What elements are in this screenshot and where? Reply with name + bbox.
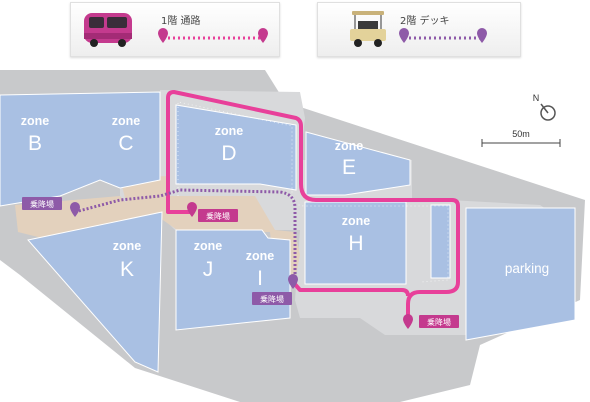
zone-b-word: zone — [21, 114, 50, 128]
legend-1f-line — [158, 28, 268, 43]
stop-label-zone-j: 乗降場 — [198, 209, 238, 222]
zone-e-block — [305, 131, 411, 196]
zone-b-letter: B — [28, 132, 42, 155]
zone-j-letter: J — [203, 258, 214, 281]
compass-icon: N — [533, 93, 556, 121]
pink-shuttle-bus-icon — [84, 13, 132, 47]
stop-label-text: 乗降場 — [30, 199, 54, 209]
stop-pin-icon — [288, 274, 298, 289]
zone-k-letter: K — [120, 258, 134, 281]
zone-e-letter: E — [342, 156, 356, 179]
golf-cart-icon — [350, 11, 386, 47]
zone-k-word: zone — [113, 239, 142, 253]
stop-pin-icon — [187, 202, 197, 217]
route-2f-line — [74, 188, 297, 282]
route-1f-inner — [177, 101, 449, 283]
legend-2f-route: 2階 デッキ — [317, 2, 521, 57]
zone-shapes — [0, 91, 576, 373]
parking-label: parking — [505, 261, 549, 276]
walkway-central — [120, 176, 300, 280]
zone-d-block — [175, 104, 297, 191]
zone-c-word: zone — [112, 114, 141, 128]
zone-i-word: zone — [246, 249, 275, 263]
legend-2f-label: 2階 デッキ — [400, 16, 450, 27]
scale-bar: 50m — [481, 129, 561, 147]
stop-label-text: 乗降場 — [427, 317, 451, 327]
legend-1f-route: 1階 通路 — [70, 2, 280, 57]
stop-label-text: 乗降場 — [206, 211, 230, 221]
zone-h-letter: H — [348, 232, 363, 255]
zone-h-word: zone — [342, 214, 371, 228]
scale-label: 50m — [512, 129, 530, 139]
zone-j-word: zone — [194, 239, 223, 253]
zone-small-strip — [430, 204, 451, 279]
parking-block — [465, 207, 576, 341]
zone-c-letter: C — [118, 132, 133, 155]
stop-label-west: 乗降場 — [22, 197, 62, 210]
zone-d-word: zone — [215, 124, 244, 138]
route-1f-line — [166, 90, 460, 318]
compass-north-label: N — [533, 93, 540, 103]
legend-2f-line — [399, 28, 487, 43]
legend-1f-label: 1階 通路 — [161, 16, 201, 27]
zone-e-word: zone — [335, 139, 364, 153]
stop-label-text: 乗降場 — [260, 294, 284, 304]
stop-pin-icon — [403, 314, 413, 329]
zone-b-c-block — [0, 91, 161, 207]
zone-k-block — [27, 211, 163, 373]
stop-label-parking: 乗降場 — [419, 315, 459, 328]
stop-label-zone-i: 乗降場 — [252, 292, 292, 305]
zone-d-letter: D — [221, 142, 236, 165]
stop-pin-icon — [70, 202, 80, 217]
zone-i-letter: I — [257, 267, 263, 290]
